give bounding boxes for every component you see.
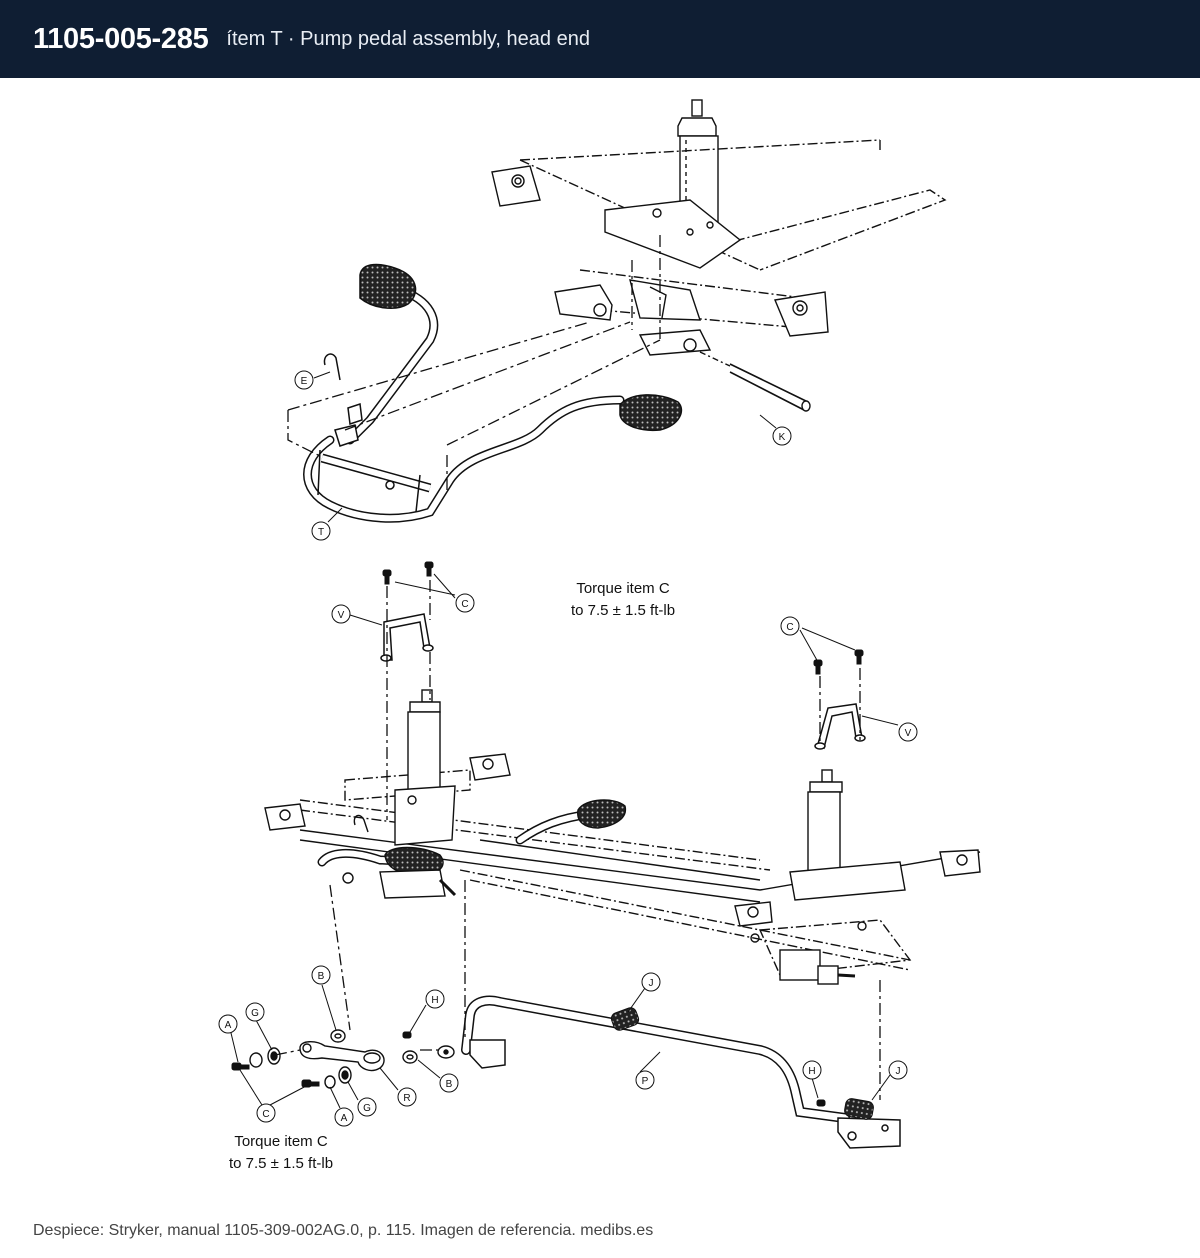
pump-cylinder-left <box>394 689 456 846</box>
callout-j: J <box>888 1060 908 1080</box>
page-header: 1105-005-285 ítem T · Pump pedal assembl… <box>0 0 1200 78</box>
svg-text:C: C <box>786 622 793 633</box>
callout-c: C <box>256 1103 276 1123</box>
alignment-lines-top <box>287 235 661 490</box>
callout-b: B <box>439 1073 459 1093</box>
svg-text:K: K <box>779 432 786 443</box>
callout-b: B <box>311 965 331 985</box>
callout-r: R <box>397 1087 417 1107</box>
svg-text:G: G <box>251 1008 259 1019</box>
exploded-parts-diagram: E K T C V C V B J H G A P B H J R G C A … <box>218 99 981 1172</box>
svg-text:V: V <box>338 610 345 621</box>
hardware-small-parts <box>249 1029 455 1089</box>
clip-e <box>323 353 341 381</box>
alignment-lines-bottom <box>274 580 881 1100</box>
callout-h: H <box>802 1060 822 1080</box>
callout-g: G <box>357 1097 377 1117</box>
pedal-pad-right <box>619 394 683 432</box>
torque-note-bottom-line1: Torque item C <box>234 1133 328 1150</box>
frame-rail-top-2 <box>699 189 947 271</box>
bracket-v-left <box>380 613 434 662</box>
torque-note-top-line2: to 7.5 ± 1.5 ft-lb <box>571 602 675 619</box>
svg-text:P: P <box>642 1076 649 1087</box>
part-number: 1105-005-285 <box>33 22 209 55</box>
callout-e: E <box>294 370 314 390</box>
pump-cylinder-right <box>789 769 906 901</box>
bottom-frame-assembly <box>264 689 981 985</box>
svg-text:J: J <box>896 1066 901 1077</box>
springs-j <box>610 1007 874 1120</box>
svg-text:H: H <box>431 995 438 1006</box>
svg-text:V: V <box>905 728 912 739</box>
svg-text:T: T <box>318 527 324 538</box>
torque-note-top: Torque item C to 7.5 ± 1.5 ft-lb <box>571 580 675 619</box>
bracket-v-right <box>814 703 866 750</box>
source-footer: Despiece: Stryker, manual 1105-309-002AG… <box>33 1222 654 1239</box>
svg-text:J: J <box>649 978 654 989</box>
callout-c: C <box>455 593 475 613</box>
torque-note-bottom-line2: to 7.5 ± 1.5 ft-lb <box>229 1155 333 1172</box>
pump-pedal-assembly-t <box>303 263 683 523</box>
callout-bubbles: E K T C V C V B J H G A P B H J R G C A <box>218 370 918 1127</box>
svg-text:G: G <box>363 1103 371 1114</box>
svg-text:H: H <box>808 1066 815 1077</box>
top-frame-assembly <box>491 99 947 412</box>
pedal-pad-left <box>359 263 417 310</box>
svg-text:E: E <box>301 376 308 387</box>
callout-h: H <box>425 989 445 1009</box>
callout-k: K <box>772 426 792 446</box>
frame-center-plate <box>604 199 742 269</box>
callout-t: T <box>311 521 331 541</box>
torque-note-bottom: Torque item C to 7.5 ± 1.5 ft-lb <box>229 1133 333 1172</box>
screws-c <box>231 561 864 1107</box>
svg-text:A: A <box>225 1020 232 1031</box>
svg-text:A: A <box>341 1113 348 1124</box>
callout-c: C <box>780 616 800 636</box>
callout-v: V <box>898 722 918 742</box>
svg-text:C: C <box>262 1109 269 1120</box>
callout-a: A <box>334 1107 354 1127</box>
svg-text:B: B <box>318 971 325 982</box>
torque-note-top-line1: Torque item C <box>576 580 670 597</box>
page-subtitle: ítem T · Pump pedal assembly, head end <box>226 27 590 50</box>
callout-p: P <box>635 1070 655 1090</box>
svg-text:C: C <box>461 599 468 610</box>
callout-v: V <box>331 604 351 624</box>
leader-lines <box>230 371 899 1109</box>
pedal-bar-p <box>461 995 901 1149</box>
svg-text:R: R <box>403 1093 410 1104</box>
pivot-rod-k <box>729 363 809 411</box>
callout-g: G <box>245 1002 265 1022</box>
svg-text:B: B <box>446 1079 453 1090</box>
callout-j: J <box>641 972 661 992</box>
callout-a: A <box>218 1014 238 1034</box>
